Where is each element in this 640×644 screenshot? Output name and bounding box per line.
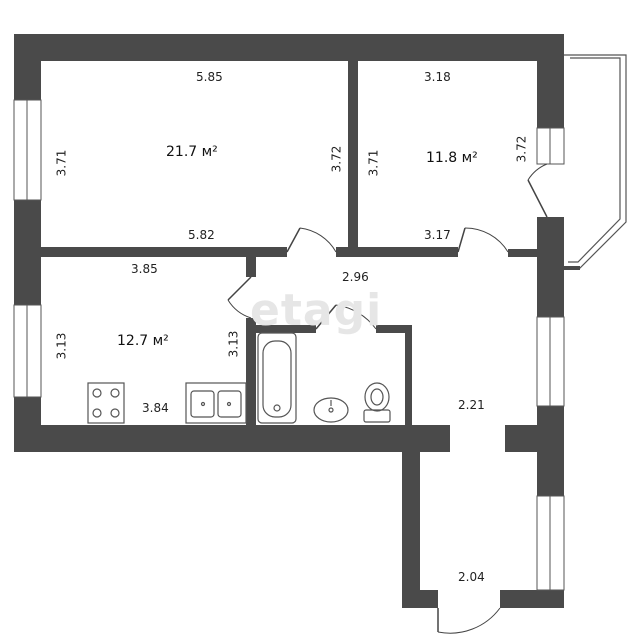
wall-bath-top-right: [376, 325, 412, 333]
doors: [227, 163, 548, 634]
wall-kitchen-stub: [246, 257, 256, 277]
wall-living-bottom: [41, 247, 287, 257]
door-bathroom: [315, 304, 337, 330]
wall-bedroom-bottom-left: [336, 247, 458, 257]
toilet-icon: [363, 382, 391, 423]
wall-corridor-bottom-right: [500, 590, 564, 608]
bedroom-right-dimension: 3.72: [514, 135, 529, 163]
living-area: 21.7 м²: [166, 144, 218, 160]
fixtures: [87, 332, 391, 424]
wall-kitchen-right: [246, 318, 256, 425]
wall-corridor-left: [402, 425, 420, 608]
bedroom-bottom-dimension: 3.17: [424, 228, 451, 242]
stove-icon: [87, 382, 125, 424]
washbasin-icon: [313, 397, 349, 423]
wall-corridor-bottom-left: [402, 590, 438, 608]
living-left-dimension: 3.71: [54, 149, 69, 177]
wall-bath-top-left: [256, 325, 316, 333]
corridor-bottom-dimension: 2.04: [458, 570, 485, 584]
wall-right-mid: [537, 217, 564, 317]
balcony: [564, 54, 627, 270]
door-living: [286, 227, 301, 253]
wall-top: [14, 34, 564, 61]
watermark: etagi: [250, 285, 383, 336]
wall-right-low: [537, 406, 564, 496]
wall-partition-living-bedroom: [348, 61, 358, 255]
bathtub-icon: [257, 332, 297, 424]
sink-icon: [185, 382, 247, 424]
wall-bottom-left: [14, 425, 450, 452]
kitchen-left-dimension: 3.13: [54, 332, 69, 360]
door-bedroom: [457, 227, 466, 253]
door-balcony: [527, 179, 548, 218]
kitchen-area: 12.7 м²: [117, 333, 169, 349]
wall-bath-right: [405, 325, 412, 425]
kitchen-right-dimension: 3.13: [226, 330, 241, 358]
bedroom-area: 11.8 м²: [426, 150, 478, 166]
living-bottom-dimension: 5.82: [188, 228, 215, 242]
bedroom-left-dimension: 3.71: [366, 149, 381, 177]
kitchen-bottom-dimension: 3.84: [142, 401, 169, 415]
wall-right-top: [537, 34, 564, 128]
living-top-dimension: 5.85: [196, 70, 223, 84]
hall-side-dimension: 2.21: [458, 398, 485, 412]
wall-bedroom-bottom-right: [508, 249, 537, 257]
door-kitchen: [227, 276, 252, 301]
windows: [13, 99, 565, 591]
kitchen-top-dimension: 3.85: [131, 262, 158, 276]
living-right-dimension: 3.72: [329, 145, 344, 173]
bedroom-top-dimension: 3.18: [424, 70, 451, 84]
hall-width-dimension: 2.96: [342, 270, 369, 284]
